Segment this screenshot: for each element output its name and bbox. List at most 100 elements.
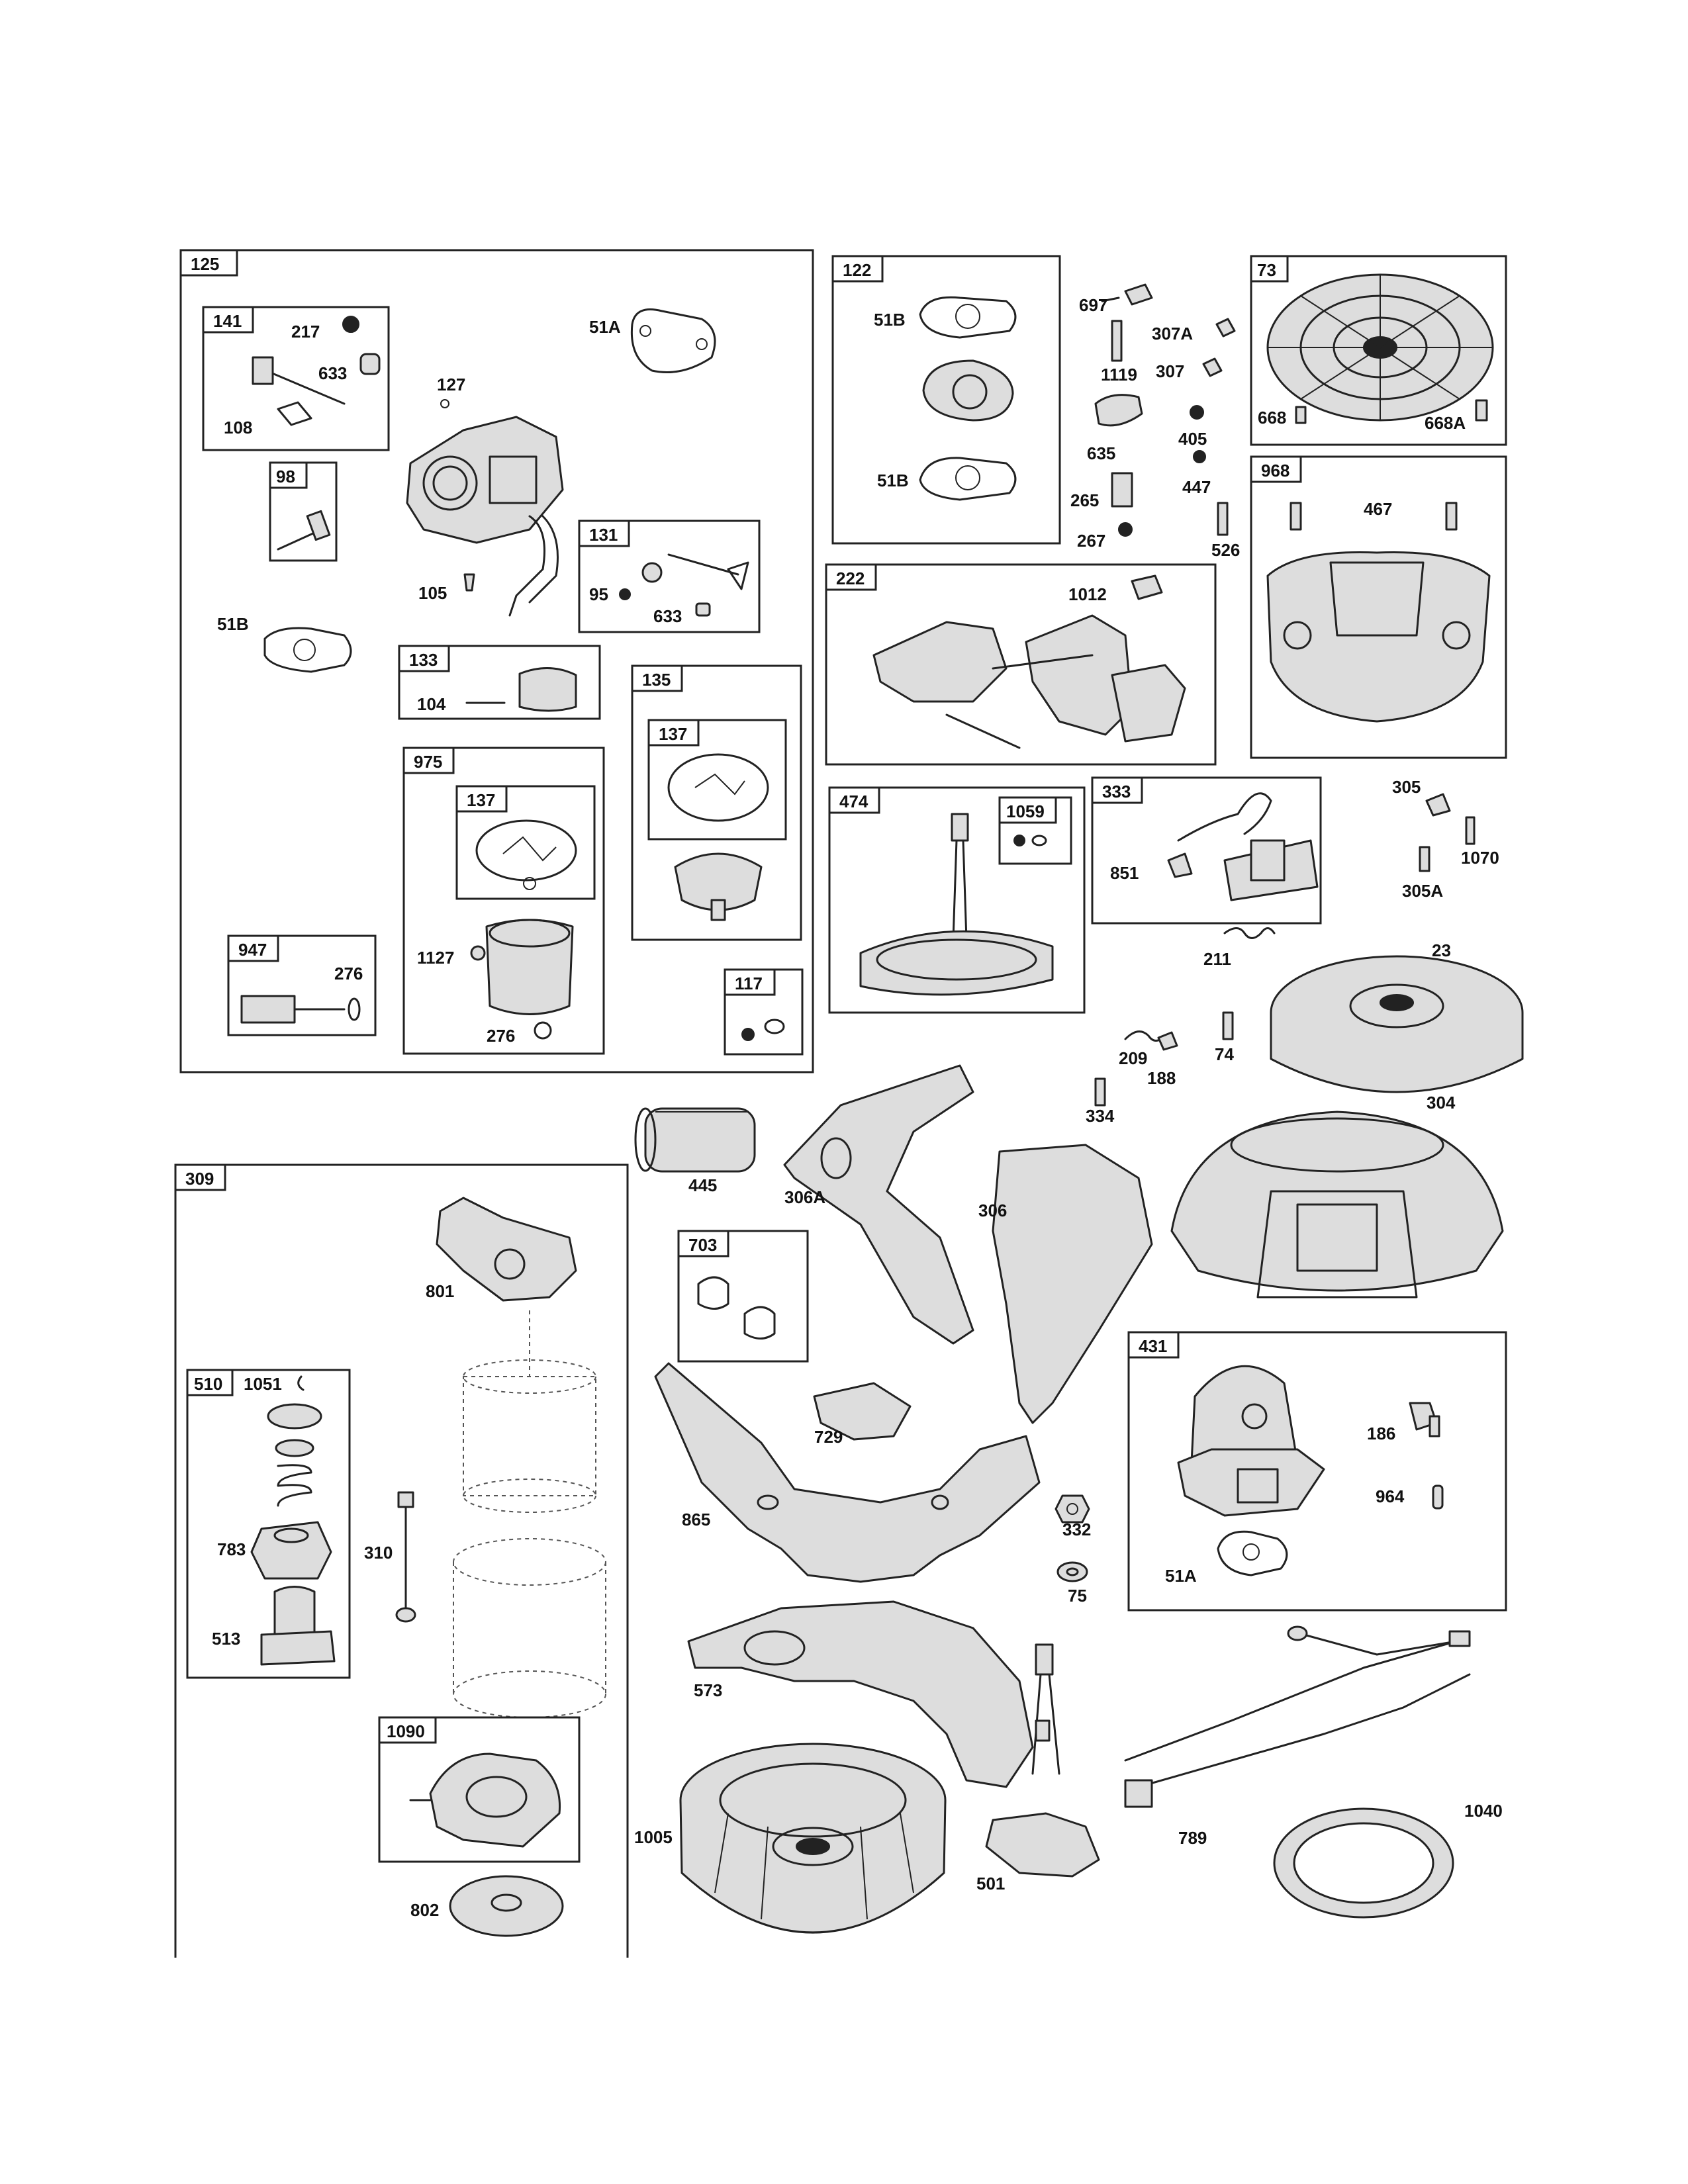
label-729: 729 [814,1427,843,1447]
group-703-tag: 703 [688,1235,717,1255]
group-431-tag: 431 [1139,1336,1167,1356]
label-51a-right: 51A [1165,1566,1197,1586]
label-306: 306 [978,1201,1007,1220]
label-573: 573 [694,1680,722,1700]
air-filter-445-part [634,1107,756,1173]
group-968-tag: 968 [1261,461,1289,480]
label-186: 186 [1367,1424,1395,1443]
armature-part [453,1310,606,1718]
label-697: 697 [1079,295,1107,315]
label-276-b: 276 [487,1026,515,1046]
carburetor-part [406,416,564,617]
solenoid-part [240,995,296,1024]
label-334: 334 [1086,1106,1115,1126]
label-633-b: 633 [653,606,682,626]
label-783: 783 [217,1539,246,1559]
label-211: 211 [1203,949,1231,969]
group-703: 703 [677,1230,809,1363]
label-306a: 306A [784,1187,825,1207]
group-431: 431 186 964 51A [1127,1331,1507,1612]
label-633: 633 [318,363,347,383]
group-141-tag: 141 [213,311,242,331]
label-332: 332 [1062,1520,1091,1539]
label-217: 217 [291,322,320,341]
fuel-bowl-part [485,919,574,1015]
label-307a: 307A [1152,324,1193,343]
label-445: 445 [688,1175,717,1195]
label-307: 307 [1156,361,1184,381]
label-501: 501 [976,1874,1005,1893]
backplate-573-part [687,1600,1034,1788]
group-133-tag: 133 [409,650,438,670]
baffle-306-part [992,1144,1153,1424]
diaphragm-b-part [475,819,577,882]
governor-bracket-part [872,621,1008,703]
gasket-51b-left-part [263,627,352,673]
spring-211-part [1223,927,1276,939]
label-635: 635 [1087,443,1115,463]
pump-body-part [674,852,763,911]
label-267: 267 [1077,531,1105,551]
group-1059-tag: 1059 [1006,801,1045,821]
label-95: 95 [589,584,608,604]
label-1012: 1012 [1068,584,1107,604]
spring-part [277,1464,312,1507]
label-668a: 668A [1425,413,1466,433]
group-98-tag: 98 [276,467,295,486]
group-131-tag: 131 [589,525,618,545]
label-51b-left: 51B [217,614,249,634]
label-51b-top: 51B [874,310,906,330]
group-137-a-tag: 137 [659,724,687,744]
blower-housing-part [1266,551,1491,723]
baffle-306a-part [783,1064,974,1345]
group-73-tag: 73 [1257,260,1276,280]
group-133: 133 104 [398,645,601,720]
label-276-a: 276 [334,964,363,983]
group-309-tag: 309 [185,1169,214,1189]
label-75: 75 [1068,1586,1087,1606]
washer-75-part [1056,1561,1088,1582]
group-117-tag: 117 [735,974,763,993]
label-467: 467 [1364,499,1392,519]
stop-nut-part [267,1403,322,1430]
label-1040: 1040 [1464,1801,1503,1821]
label-801: 801 [426,1281,454,1301]
needle-part [463,573,475,592]
choke-shaft-part [252,316,381,426]
flywheel-1005-part [679,1743,947,1934]
label-447: 447 [1182,477,1211,497]
group-117: 117 [724,968,804,1056]
group-968: 968 467 [1250,455,1507,759]
group-474-tag: 474 [839,792,868,811]
label-209: 209 [1119,1048,1147,1068]
group-98: 98 [269,461,338,562]
group-474: 474 1059 [828,786,1086,1014]
label-304: 304 [1427,1093,1456,1113]
label-668: 668 [1258,408,1286,428]
group-947: 947 276 [227,934,377,1036]
label-51b-bot: 51B [877,471,909,490]
label-105: 105 [418,583,447,603]
label-851: 851 [1110,863,1139,883]
gasket-51a-part [630,308,716,373]
label-127: 127 [437,375,465,394]
label-405: 405 [1178,429,1207,449]
brush-holder-part [429,1752,561,1848]
group-975: 975 137 1127 276 [402,747,605,1055]
group-122: 122 51B 51B [831,255,1061,545]
label-1070: 1070 [1461,848,1499,868]
base-865-part [654,1362,1041,1583]
label-305: 305 [1392,777,1421,797]
group-309: 309 801 310 510 1051 [174,1163,629,1958]
harness-789-part [1124,1625,1471,1808]
group-122-tag: 122 [843,260,871,280]
label-1005: 1005 [634,1827,673,1847]
label-526: 526 [1211,540,1240,560]
group-125: 125 [179,249,814,1073]
flywheel-cover-part [1270,955,1524,1093]
label-1051: 1051 [244,1374,282,1394]
screw-spring-part [277,510,331,551]
group-510-tag: 510 [194,1374,222,1394]
group-333-tag: 333 [1102,782,1131,801]
